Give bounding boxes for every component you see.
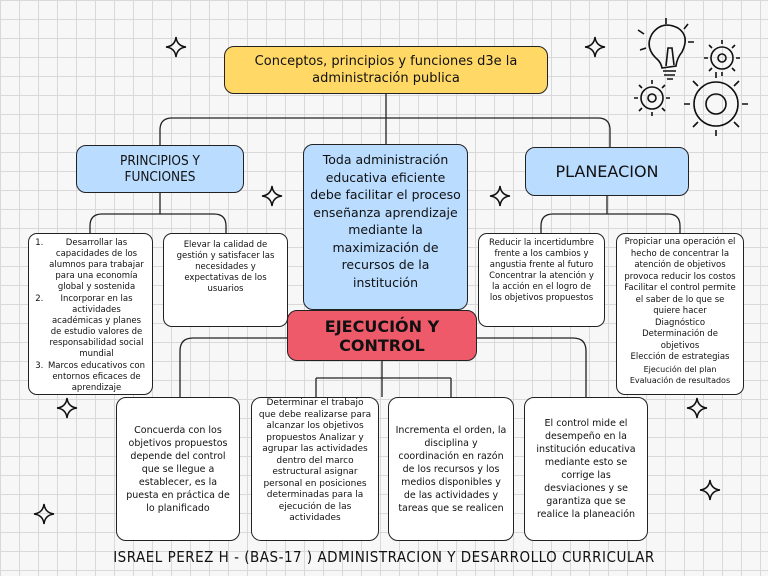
- ejecucion-box-3: Incrementa el orden, la disciplina y coo…: [388, 397, 514, 541]
- principios-list: Desarrollar las capacidades de los alumn…: [34, 238, 147, 395]
- planeacion-line: Facilitar el control permite el saber de…: [624, 283, 736, 316]
- center-statement: Toda administración educativa eficiente …: [303, 144, 468, 310]
- planeacion-line: Diagnóstico: [654, 317, 706, 328]
- list-item: Incorporar en las actividades académicas…: [46, 294, 147, 360]
- sparkle-star-icon: [489, 185, 511, 207]
- footer-author: ISRAEL PEREZ H - (BAS-17 ) ADMINISTRACIO…: [113, 548, 655, 566]
- gears-lightbulb-icon: [634, 18, 748, 136]
- sparkle-star-icon: [33, 503, 55, 525]
- planeacion-line: Ejecución del plan: [643, 364, 717, 374]
- ejecucion-box-1: Concuerda con los objetivos propuestos d…: [116, 397, 240, 541]
- planeacion-heading: PLANEACION: [525, 147, 689, 196]
- planeacion-line: Determinación de objetivos: [642, 329, 718, 351]
- ejecucion-heading: EJECUCIÓN Y CONTROL: [287, 310, 477, 361]
- principios-list-box: Desarrollar las capacidades de los alumn…: [28, 233, 153, 395]
- main-title: Conceptos, principios y funciones d3e la…: [224, 46, 548, 94]
- list-item: Desarrollar las capacidades de los alumn…: [46, 238, 147, 293]
- sparkle-star-icon: [165, 36, 187, 58]
- sparkle-star-icon: [584, 36, 606, 58]
- planeacion-box-2: Propiciar una operación el hecho de conc…: [616, 233, 744, 395]
- ejecucion-box-2: Determinar el trabajo que debe realizars…: [251, 397, 379, 541]
- sparkle-star-icon: [56, 397, 78, 419]
- principios-heading: PRINCIPIOS Y FUNCIONES: [76, 145, 244, 193]
- planeacion-line: Elección de estrategias: [630, 352, 730, 362]
- principios-text-box: Elevar la calidad de gestión y satisface…: [163, 233, 288, 327]
- sparkle-star-icon: [699, 479, 721, 501]
- ejecucion-box-4: El control mide el desempeño en la insti…: [524, 397, 648, 541]
- list-item: Marcos educativos con entornos eficaces …: [46, 361, 147, 394]
- sparkle-star-icon: [261, 185, 283, 207]
- planeacion-line: Evaluación de resultados: [629, 376, 731, 385]
- planeacion-line: Propiciar una operación el hecho de conc…: [624, 237, 736, 282]
- planeacion-box-1: Reducir la incertidumbre frente a los ca…: [478, 233, 605, 327]
- sparkle-star-icon: [686, 397, 708, 419]
